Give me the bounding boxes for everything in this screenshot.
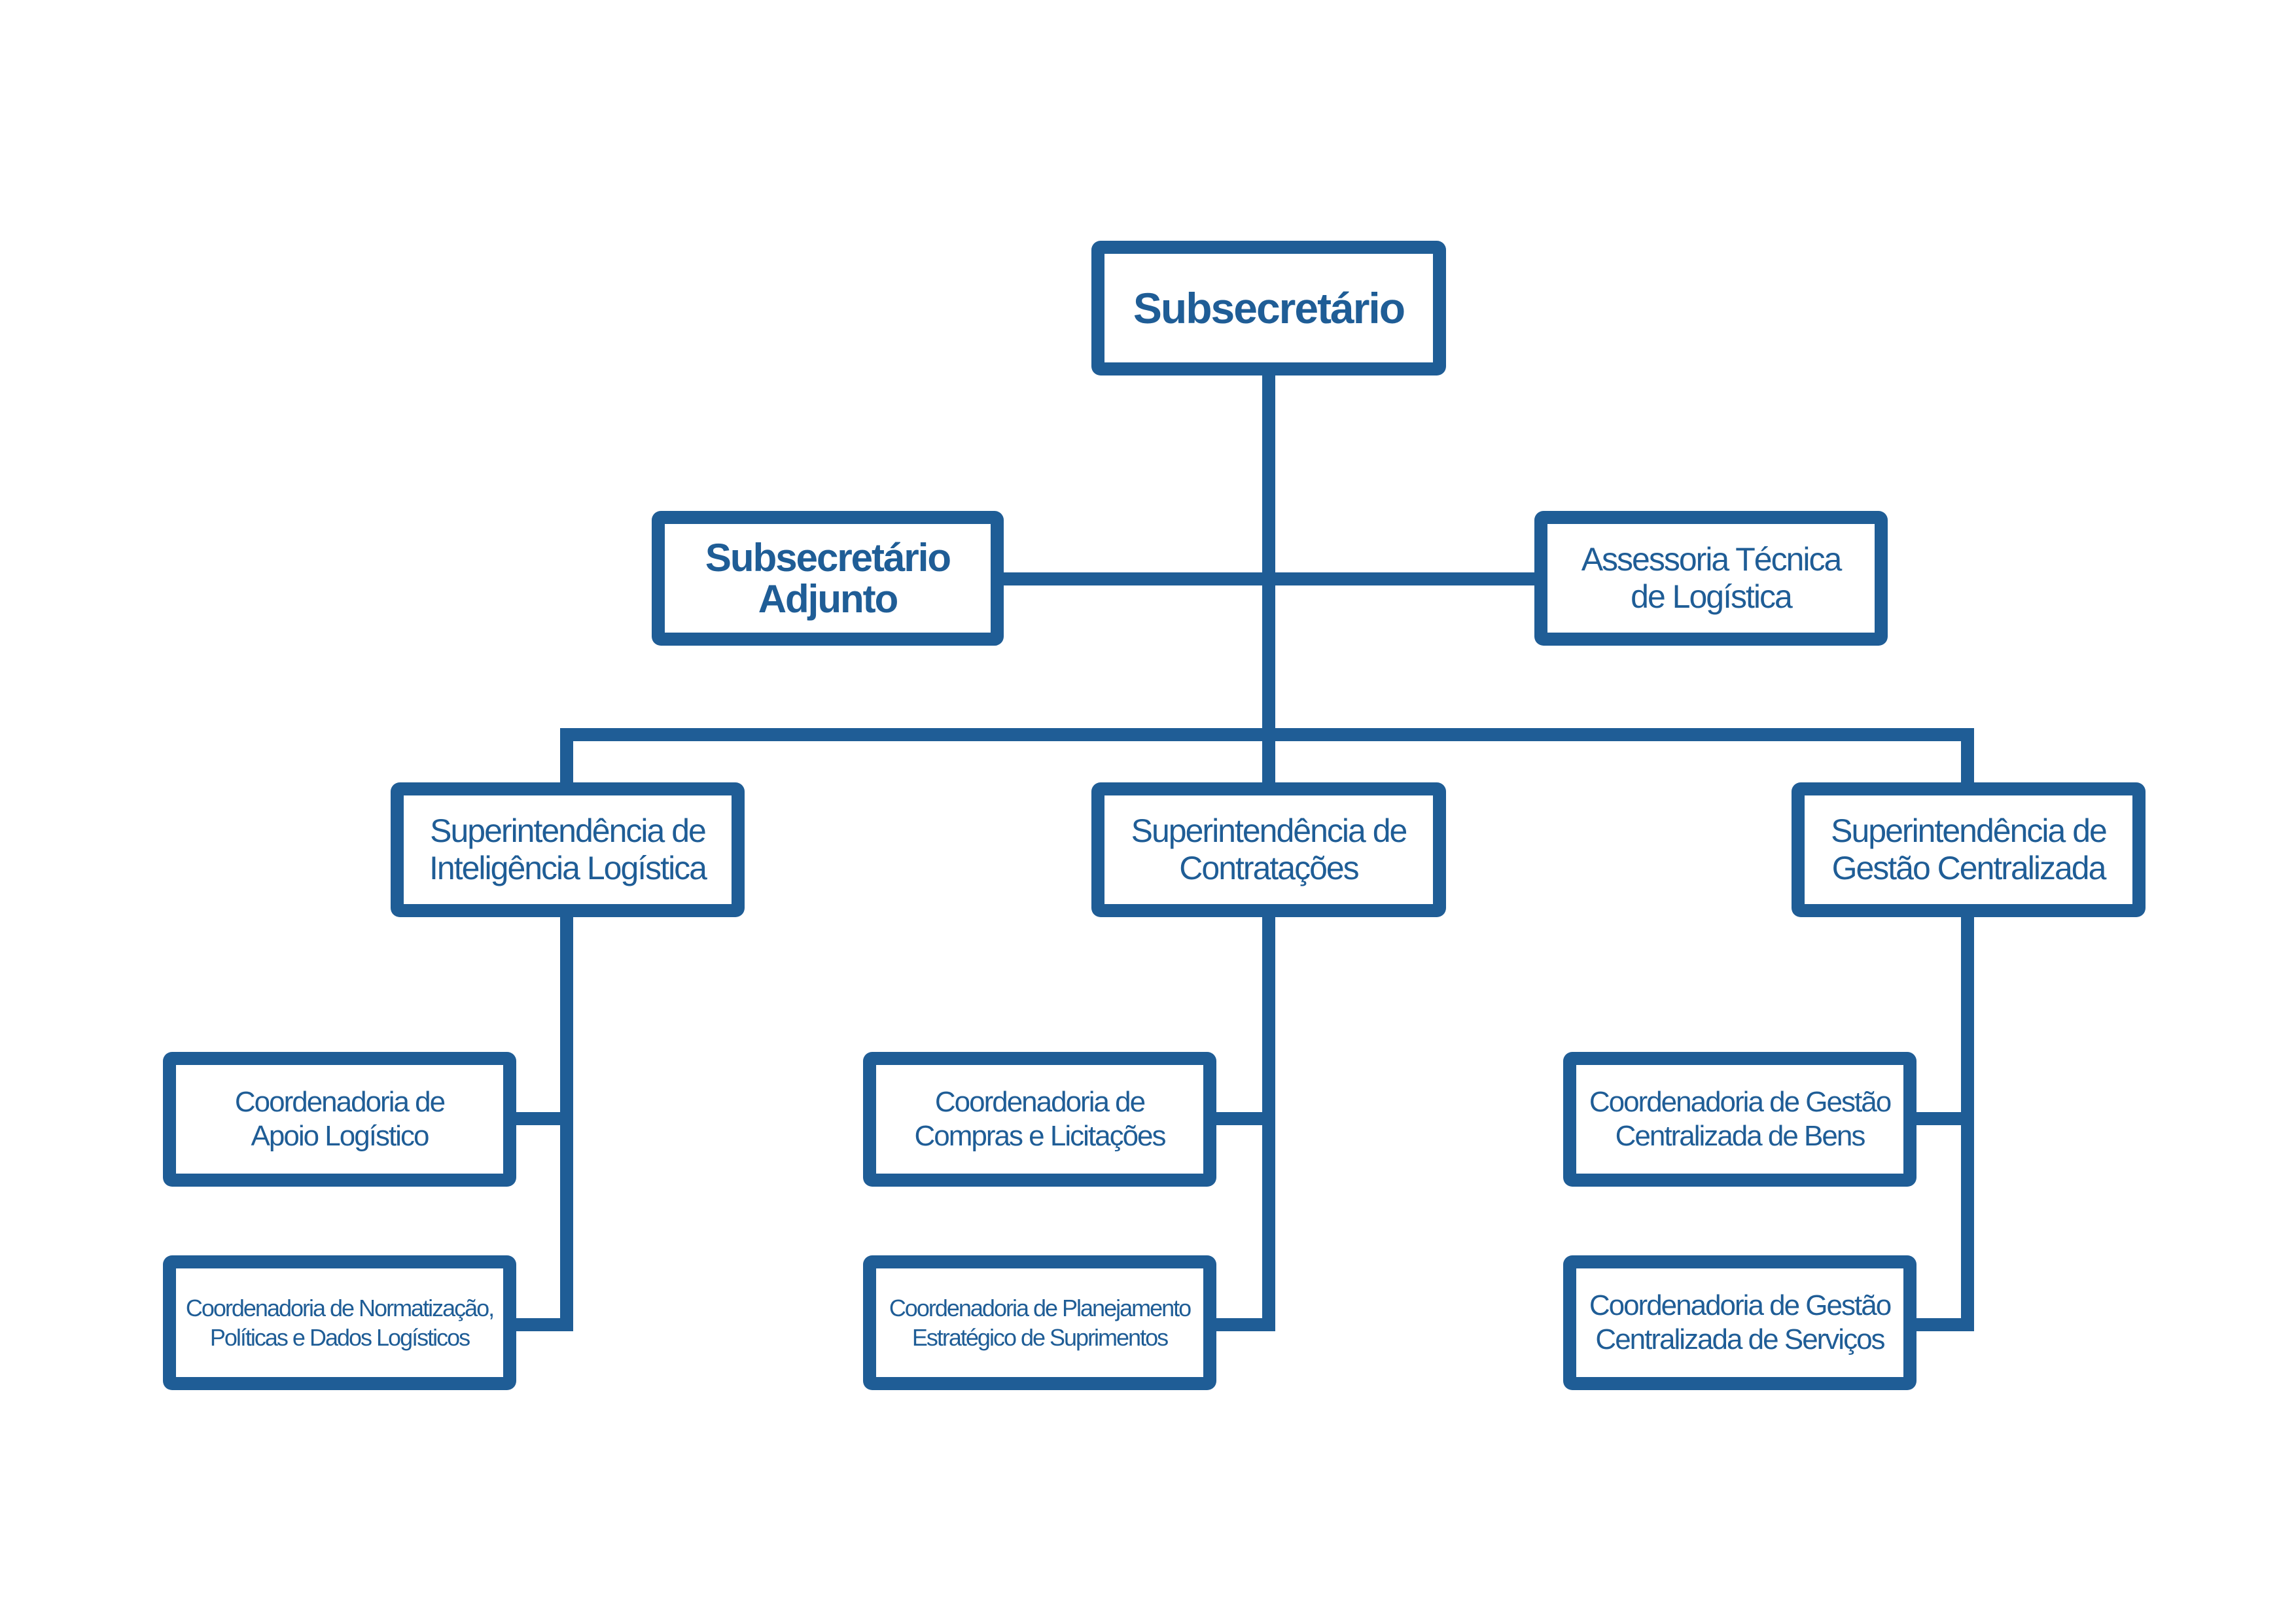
node-label: Coordenadoria de Planejamento Estratégic… [889, 1295, 1192, 1351]
node-label: Coordenadoria de Gestão Centralizada de … [1589, 1086, 1892, 1152]
node-coordenadoria-1-2: Coordenadoria de Normatização, Políticas… [163, 1255, 516, 1390]
node-coordenadoria-1-1: Coordenadoria de Apoio Logístico [163, 1052, 516, 1187]
node-superintendencia-2: Superintendência de Contratações [1091, 782, 1446, 917]
node-label: Subsecretário Adjunto [705, 536, 951, 621]
node-label: Subsecretário [1133, 283, 1405, 332]
node-label: Superintendência de Inteligência Logísti… [429, 812, 707, 887]
node-label: Coordenadoria de Normatização, Políticas… [185, 1295, 495, 1351]
node-coordenadoria-2-2: Coordenadoria de Planejamento Estratégic… [863, 1255, 1216, 1390]
node-coordenadoria-3-2: Coordenadoria de Gestão Centralizada de … [1563, 1255, 1916, 1390]
node-label: Coordenadoria de Apoio Logístico [234, 1086, 446, 1152]
node-coordenadoria-3-1: Coordenadoria de Gestão Centralizada de … [1563, 1052, 1916, 1187]
node-label: Coordenadoria de Compras e Licitações [914, 1086, 1166, 1152]
node-superintendencia-1: Superintendência de Inteligência Logísti… [391, 782, 745, 917]
node-label: Superintendência de Contratações [1131, 812, 1408, 887]
node-label: Assessoria Técnica de Logística [1581, 540, 1843, 616]
node-subsecretario: Subsecretário [1091, 241, 1446, 375]
node-subsecretario-adjunto: Subsecretário Adjunto [652, 511, 1004, 646]
node-coordenadoria-2-1: Coordenadoria de Compras e Licitações [863, 1052, 1216, 1187]
node-superintendencia-3: Superintendência de Gestão Centralizada [1792, 782, 2146, 917]
node-assessoria-tecnica: Assessoria Técnica de Logística [1534, 511, 1888, 646]
node-label: Superintendência de Gestão Centralizada [1831, 812, 2108, 887]
node-label: Coordenadoria de Gestão Centralizada de … [1589, 1289, 1892, 1355]
